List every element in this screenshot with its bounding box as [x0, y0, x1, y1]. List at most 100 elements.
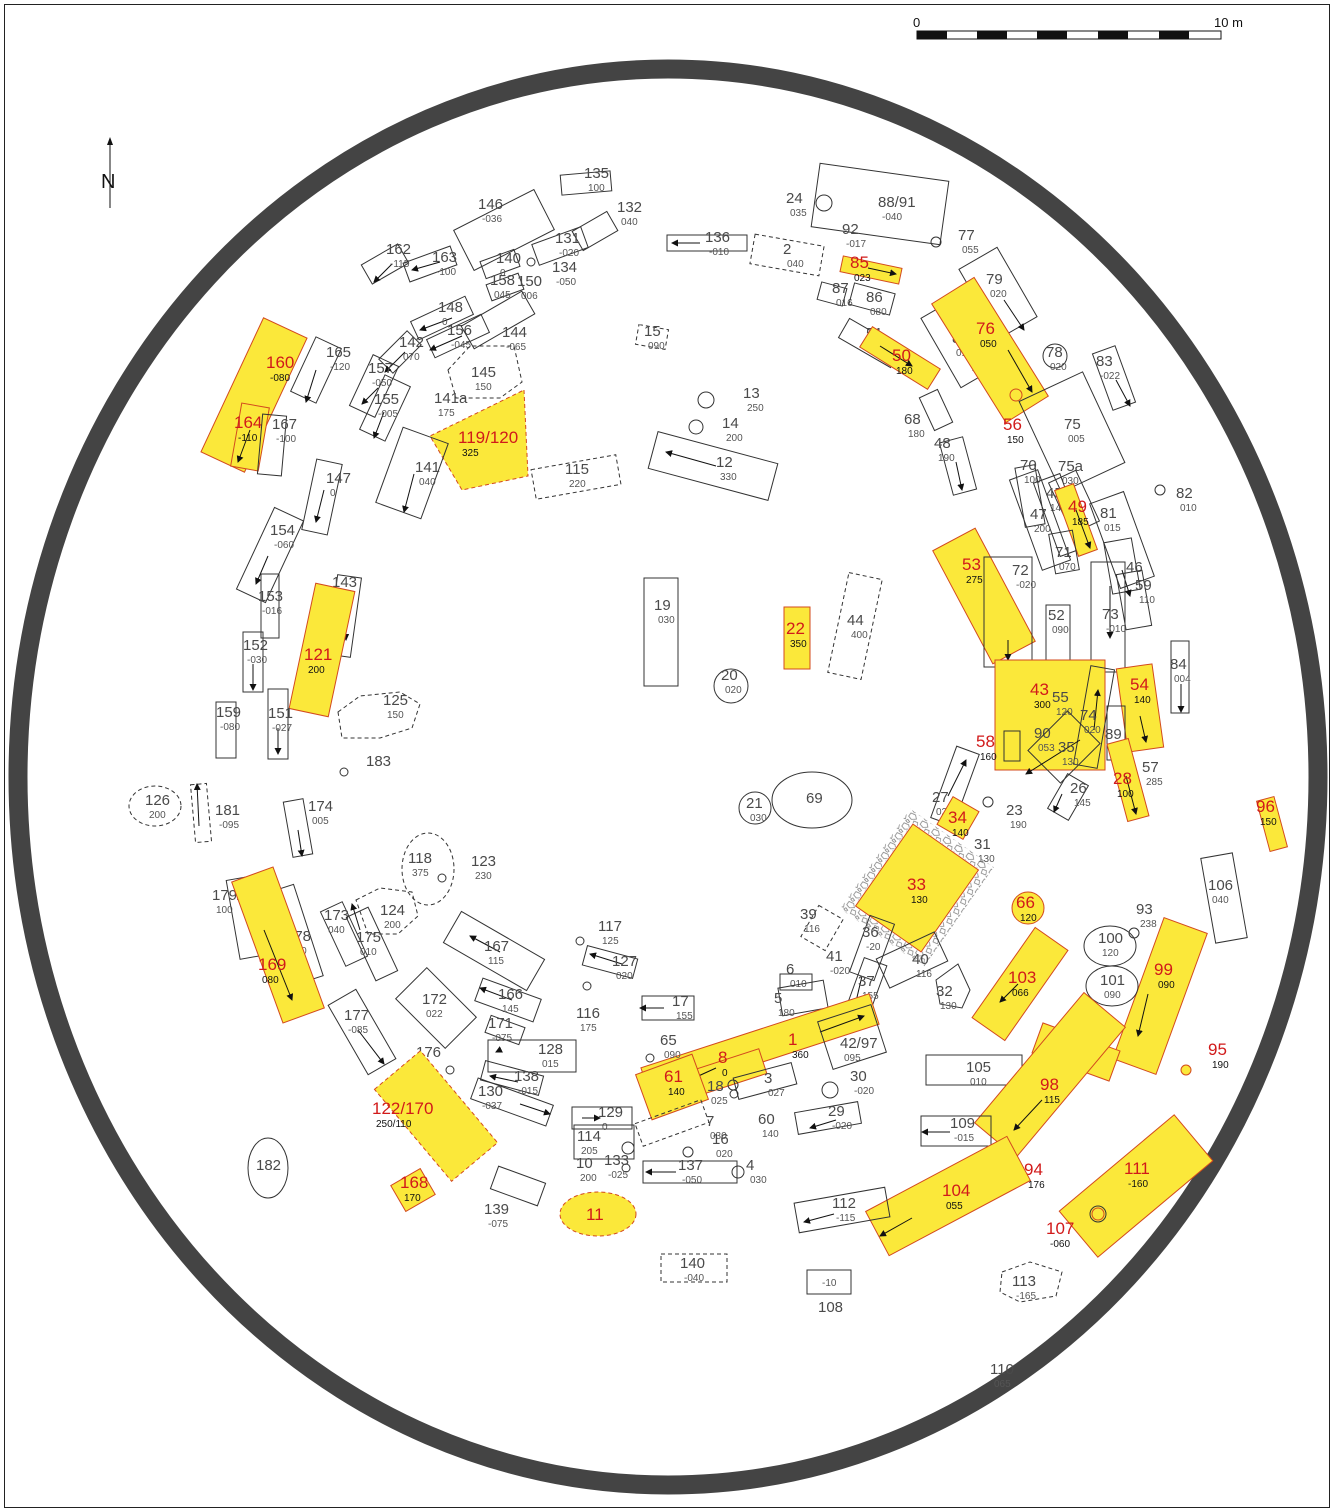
feature-138: 138-015: [479, 1059, 545, 1097]
feature-depth-label: 175: [580, 1023, 597, 1034]
feature-id-label: 53: [962, 555, 981, 574]
feature-outline: [1048, 529, 1080, 575]
feature-depth-label: 027: [768, 1088, 785, 1099]
feature-182: 182: [247, 1137, 289, 1199]
feature-depth-label: 0: [442, 317, 448, 328]
feature-outline: [327, 988, 397, 1076]
direction-arrow: [1025, 739, 1081, 775]
feature-outline: [1090, 561, 1126, 673]
feature-outline: [301, 458, 343, 536]
feature-144: 144-065: [460, 290, 536, 353]
posthole-outline: [339, 767, 349, 777]
posthole-outline: [738, 791, 772, 825]
feature-id-label: 12: [716, 454, 733, 471]
feature-depth-label: -015: [518, 1086, 538, 1097]
direction-arrow: [1013, 1099, 1043, 1131]
feature-id-label: 127: [612, 953, 637, 970]
direction-arrow: [1139, 715, 1149, 743]
feature-depth-label: 130: [1062, 757, 1079, 768]
feature-id-label: 123: [471, 853, 496, 870]
feature-depth-label: 022: [426, 1009, 443, 1020]
feature-id-label: 4: [746, 1157, 754, 1174]
feature-outline: [1027, 710, 1101, 784]
feature-id-label: 130: [478, 1083, 503, 1100]
feature-outline: [642, 1160, 738, 1184]
feature-id-label: 15: [644, 323, 661, 340]
feature-id-label: 27: [932, 789, 949, 806]
feature-depth-label: 055: [962, 245, 979, 256]
feature-depth-label: 030: [1062, 476, 1079, 487]
feature-outline: [810, 162, 950, 246]
feature-id-label: 90: [1034, 725, 1051, 742]
feature-depth-label: -020: [854, 1086, 874, 1097]
feature-156: 156-045: [425, 313, 491, 359]
feature-depth-label: 016: [836, 298, 853, 309]
feature-112: 112-115: [793, 1186, 891, 1234]
feature-outline: [485, 272, 525, 302]
feature-id-label: 22: [786, 619, 805, 638]
feature-depth-label: 220: [569, 479, 586, 490]
feature-73: 73-010: [1090, 561, 1126, 673]
feature-outline: [827, 571, 883, 681]
feature-depth-label: 030: [710, 1131, 727, 1142]
feature-id-label: 119/120: [458, 428, 518, 447]
feature-outline: [479, 1059, 545, 1097]
feature-id-label: 14: [722, 415, 739, 432]
feature-depth-label: -025: [608, 1170, 628, 1181]
feature-id-label: 148: [438, 299, 463, 316]
feature-depth-label: 090: [648, 341, 665, 352]
feature-154: 154-060: [235, 506, 305, 604]
feature-id-label: 173: [324, 907, 349, 924]
feature-depth-label: -010: [1106, 624, 1126, 635]
feature-outline: [634, 1099, 710, 1147]
feature-id-label: 107: [1046, 1219, 1074, 1238]
feature-id-label: 168: [400, 1173, 428, 1192]
feature-depth-label: 140: [1050, 503, 1067, 514]
feature-depth-label: 285: [1146, 777, 1163, 788]
direction-arrow: [1125, 775, 1138, 815]
feature-depth-label: 070: [403, 352, 420, 363]
feature-id-label: 114: [577, 1128, 601, 1145]
feature-depth-label: 150: [475, 382, 492, 393]
feature-171: 171-075: [484, 1014, 526, 1046]
feature-depth-label: -017: [846, 239, 866, 250]
feature-depth-label: -060: [274, 540, 294, 551]
feature-depth-label: 035: [790, 208, 807, 219]
feature-outline: [839, 255, 903, 285]
feature-outline: [429, 389, 529, 491]
feature-depth-label: 100: [588, 183, 605, 194]
feature-id-label: 164: [234, 413, 262, 432]
posthole-outline: [645, 1053, 655, 1063]
pit-outline: [559, 1191, 637, 1237]
feature-outline: [854, 823, 980, 953]
feature-outline: [931, 276, 1049, 424]
feature-depth-label: 025: [711, 1096, 728, 1107]
feature-outline: [288, 582, 356, 718]
feature-depth-label: -020: [1016, 580, 1036, 591]
feature-depth-label: -075: [492, 1033, 512, 1044]
feature-depth-label: -20: [866, 942, 881, 953]
direction-arrow: [372, 411, 385, 439]
feature-depth-label: 090: [1052, 625, 1069, 636]
feature-id-label: 113: [1012, 1273, 1036, 1290]
feature-id-label: 10: [576, 1155, 593, 1172]
feature-outline: [260, 573, 280, 639]
feature-id-label: 140: [496, 250, 521, 267]
feature-outline: [1014, 464, 1046, 528]
direction-arrow: [1115, 379, 1131, 407]
